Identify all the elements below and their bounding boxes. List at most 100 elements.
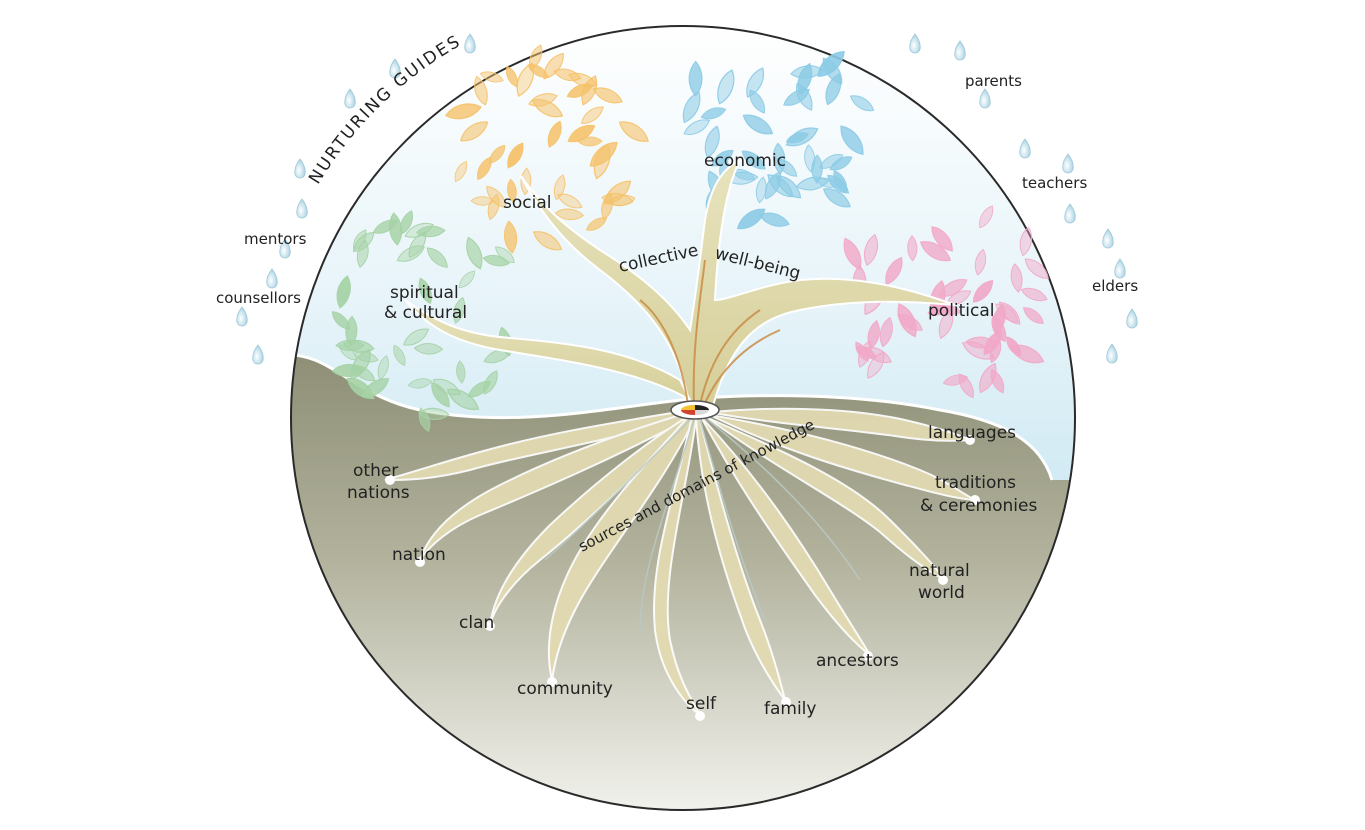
leaf: [742, 114, 774, 135]
leaf: [885, 256, 903, 286]
raindrop: [1126, 308, 1138, 329]
leaf: [557, 193, 583, 209]
leaf: [907, 235, 918, 262]
guide-counsellors: counsellors: [216, 289, 301, 307]
leaf: [849, 95, 875, 112]
leaf: [1024, 258, 1049, 279]
leaf: [704, 125, 720, 159]
raindrop: [979, 88, 991, 109]
leaf: [335, 339, 365, 352]
raindrop: [296, 198, 308, 219]
leaf: [577, 136, 603, 147]
root-ceremonies: & ceremonies: [920, 496, 1037, 516]
leaf: [585, 217, 608, 231]
leaf: [776, 158, 798, 177]
leaf: [453, 296, 466, 324]
raindrop: [279, 238, 291, 259]
leaf: [938, 279, 968, 297]
leaf: [618, 121, 649, 142]
leaf: [532, 231, 563, 251]
leaf: [377, 355, 389, 381]
guide-elders: elders: [1092, 277, 1138, 295]
leaf: [482, 254, 510, 267]
leaf: [592, 87, 623, 104]
leaf: [811, 154, 823, 184]
leaf: [547, 120, 562, 148]
raindrop: [1064, 203, 1076, 224]
leaf: [589, 141, 618, 167]
leaf: [965, 336, 997, 349]
tree-trunk: [404, 157, 956, 411]
leaf: [979, 362, 997, 394]
leaf: [454, 160, 468, 183]
leaf: [431, 382, 450, 408]
leaf: [991, 315, 1007, 343]
leaf: [1010, 263, 1023, 293]
leaf: [593, 143, 611, 180]
leaf: [717, 69, 735, 105]
leaf: [407, 378, 433, 389]
branch-social: social: [503, 193, 551, 213]
social-leaf-cluster: [444, 44, 649, 254]
leaf: [822, 188, 851, 208]
leaf: [972, 279, 994, 303]
leaf: [897, 303, 917, 338]
leaf: [529, 44, 543, 71]
root-streaks: [544, 417, 861, 631]
root-nation: nation: [392, 545, 446, 565]
guide-parents: parents: [965, 72, 1022, 90]
leaf: [336, 275, 351, 309]
leaf: [413, 342, 444, 355]
leaf: [1019, 226, 1033, 257]
economic-leaf-cluster: [682, 51, 875, 230]
root-natural: natural: [909, 561, 970, 581]
raindrop: [1114, 258, 1126, 279]
branch-political: political: [928, 301, 995, 321]
root-clan: clan: [459, 613, 494, 633]
branch-spiritual: spiritual: [390, 283, 459, 303]
raindrop: [464, 33, 476, 54]
leaf: [746, 67, 765, 98]
leaf: [817, 51, 845, 77]
leaf: [683, 119, 711, 135]
leaf: [543, 52, 564, 80]
leaf: [1020, 287, 1048, 302]
leaf: [919, 241, 952, 262]
leaf: [879, 316, 893, 348]
leaf: [338, 344, 357, 361]
leaf: [553, 68, 582, 82]
leaf: [361, 378, 390, 398]
spiritual-cultural-leaf-cluster: [331, 210, 515, 433]
leaf: [393, 344, 406, 367]
leaf: [459, 121, 489, 142]
leaf: [867, 319, 880, 350]
raindrop: [1019, 138, 1031, 159]
raindrops: [236, 33, 1138, 365]
leaf: [487, 193, 500, 221]
leaf: [688, 60, 703, 97]
leaf: [528, 93, 558, 107]
leaf: [1022, 307, 1044, 324]
leaf: [507, 142, 524, 169]
leaf: [843, 237, 862, 270]
leaf: [942, 374, 969, 386]
leaf: [736, 208, 766, 230]
leaf: [403, 328, 430, 346]
leaf: [999, 301, 1021, 325]
root-other: other: [353, 461, 398, 481]
root-world: world: [918, 583, 965, 603]
leaf: [833, 169, 848, 194]
leaf: [790, 65, 824, 79]
leaf: [568, 72, 598, 88]
raindrop: [1106, 343, 1118, 364]
leaf: [531, 99, 564, 118]
root-self: self: [686, 694, 717, 714]
leaf: [974, 248, 987, 276]
leaf: [474, 75, 488, 106]
root-languages: languages: [928, 423, 1016, 443]
leaf: [711, 149, 734, 167]
leaf: [741, 150, 766, 170]
leaf: [567, 124, 596, 143]
leaf: [415, 225, 446, 238]
